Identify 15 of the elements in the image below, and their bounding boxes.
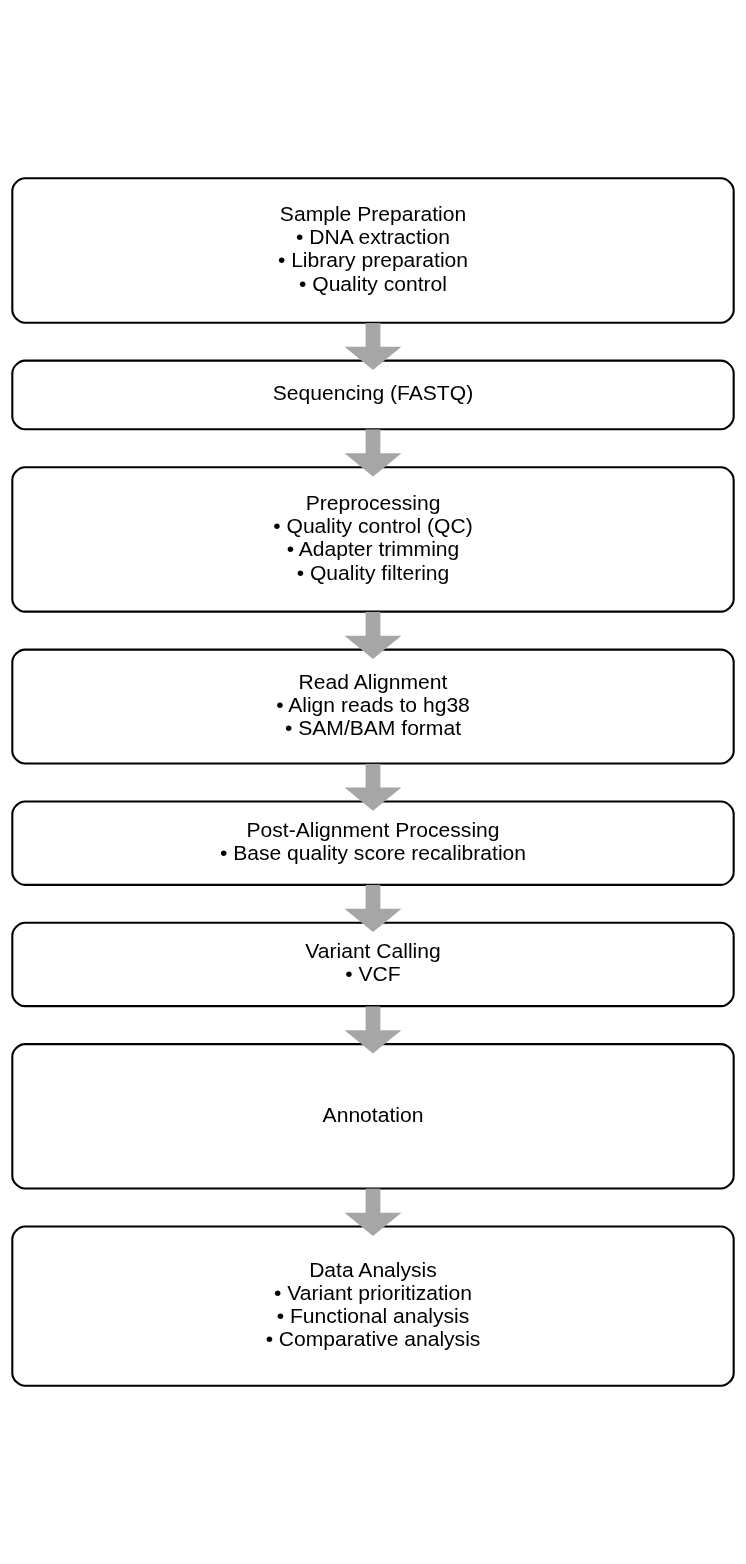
arrow (344, 429, 402, 477)
node-box: Preprocessing • Quality control (QC) • Adapter trimming • Quality filtering (11, 466, 735, 613)
arrow (344, 323, 402, 370)
arrow (344, 763, 402, 811)
node-box: Annotation (11, 1043, 735, 1190)
node-box: Sample Preparation • DNA extraction • Library preparation • Quality control (11, 177, 735, 324)
node-box: Variant Calling • VCF (11, 921, 735, 1008)
arrow (344, 1188, 402, 1236)
node-box: Data Analysis • Variant prioritization • Functional analysis • Comparative analysis (11, 1225, 735, 1387)
node-box: Read Alignment • Align reads to hg38 • SAM/BAM format (11, 648, 735, 765)
node-box: Sequencing (FASTQ) (11, 359, 735, 431)
arrow (344, 884, 402, 933)
arrow (344, 611, 402, 659)
arrow (344, 1006, 402, 1054)
node-box: Post-Alignment Processing • Base quality score recalibration (11, 800, 735, 886)
